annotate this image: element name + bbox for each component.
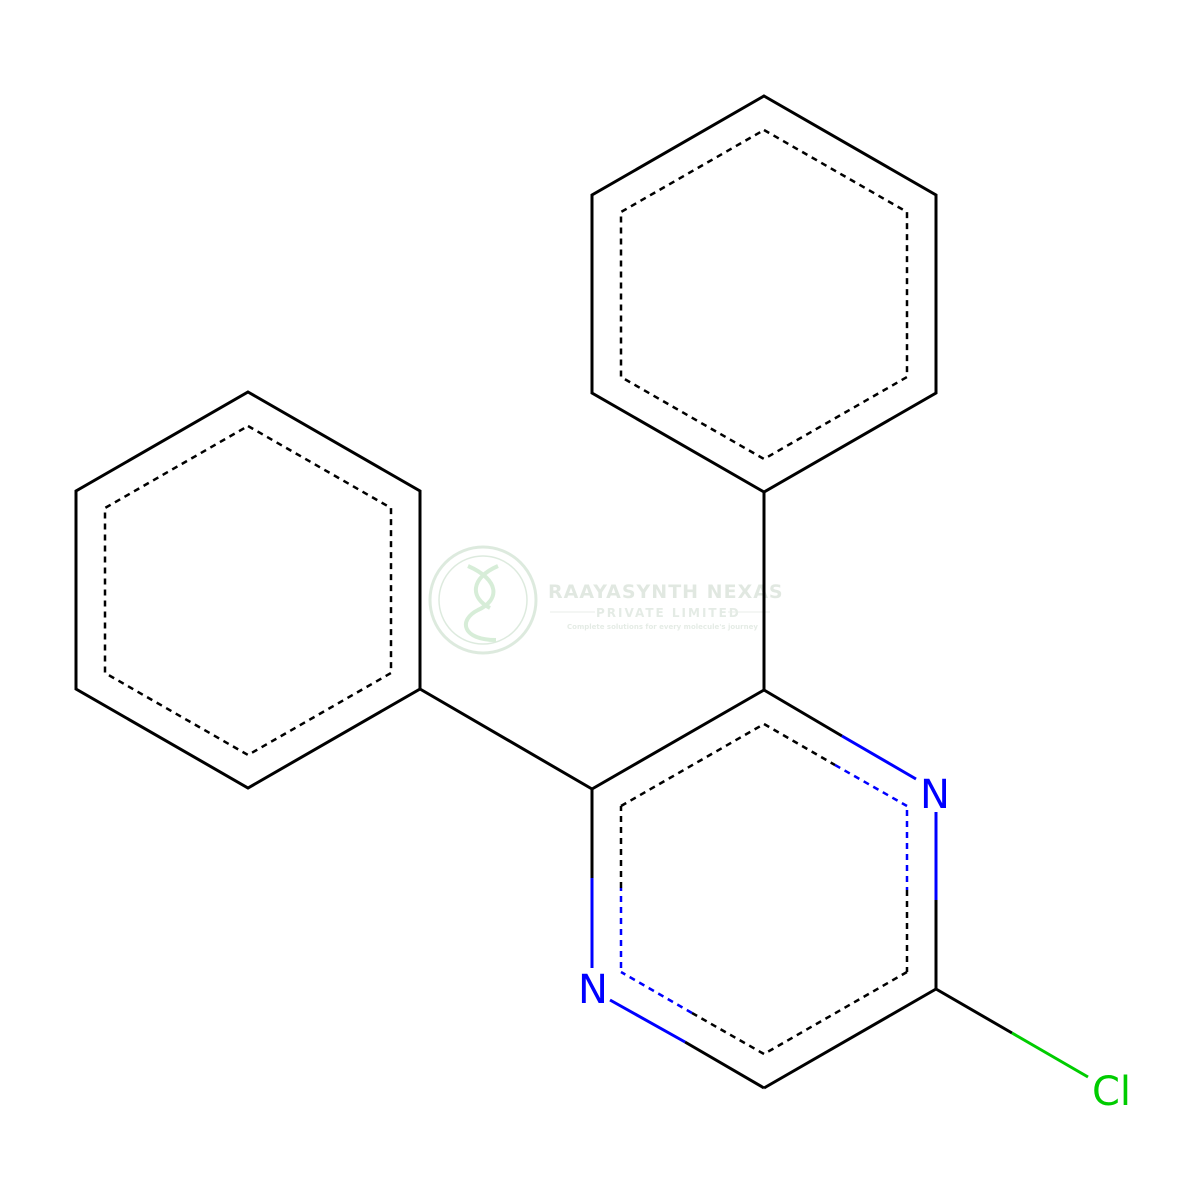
left-phenyl-outer-bonds	[74, 390, 422, 790]
atom-label-cl: Cl	[1092, 1069, 1131, 1115]
chlorine-bond	[935, 987, 1089, 1079]
left-phenyl-aromatic-dashes	[103, 424, 393, 757]
watermark-title: RAAYASYNTH NEXAS	[548, 581, 784, 603]
watermark-subtitle: PRIVATE LIMITED	[596, 606, 741, 620]
bond-c6-cl-green	[1011, 1031, 1089, 1079]
atom-label-n2: N	[578, 967, 608, 1013]
bond-c6-cl-black	[935, 987, 1013, 1035]
linking-bonds	[419, 492, 766, 791]
watermark: RAAYASYNTH NEXAS PRIVATE LIMITED Complet…	[428, 545, 784, 655]
watermark-tagline: Complete solutions for every molecule's …	[567, 623, 758, 631]
dash-c3-c2	[620, 722, 765, 808]
bond-c3-c2	[591, 688, 765, 791]
left-phenyl-ring	[74, 390, 422, 790]
watermark-dna-icon	[464, 564, 499, 642]
bond-left-phenyl-to-pyrazine	[419, 687, 593, 791]
bond-c6-c5	[763, 987, 937, 1090]
bond-c2-n1-black	[763, 688, 843, 738]
pyrazine-aromatic-dashes	[619, 722, 909, 1056]
dash-c6-c5	[763, 970, 908, 1056]
top-phenyl-aromatic-dashes	[619, 128, 909, 461]
top-phenyl-ring	[590, 94, 938, 494]
bond-c2-n1-blue	[841, 734, 917, 781]
dash-c5-n2-blue	[620, 970, 693, 1015]
watermark-logo-ring	[428, 545, 538, 655]
watermark-logo-inner	[438, 555, 528, 645]
bond-c5-n2-blue	[609, 998, 686, 1044]
top-phenyl-outer-bonds	[590, 94, 938, 494]
bond-c5-n2-black	[684, 1040, 765, 1090]
dash-c5-n2-black	[691, 1011, 765, 1056]
dash-c2-n1-blue	[834, 763, 908, 808]
dash-c2-n1-black	[763, 722, 836, 767]
atom-label-n1: N	[920, 772, 950, 818]
pyrazine-ring	[590, 688, 938, 1090]
